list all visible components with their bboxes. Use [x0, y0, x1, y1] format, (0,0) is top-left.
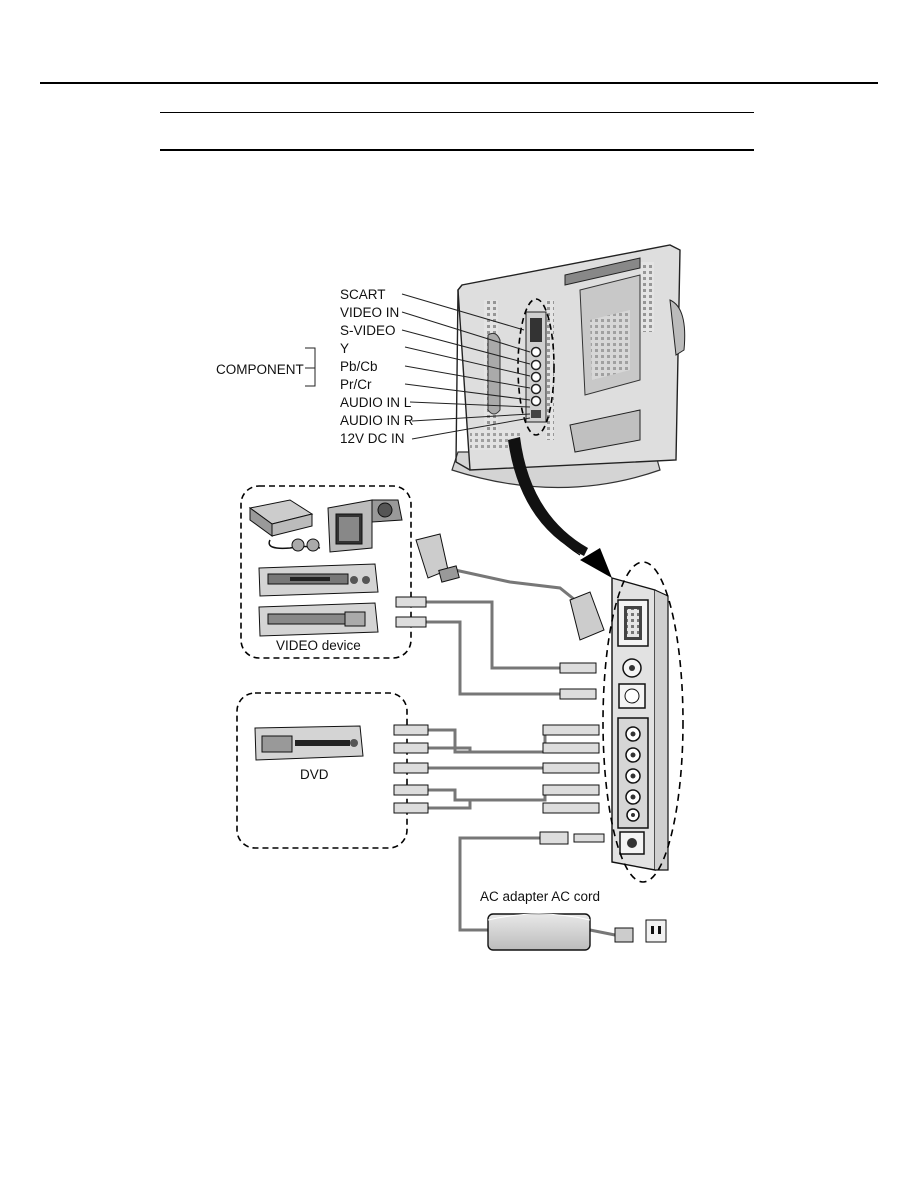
port-label-audio-in-r: AUDIO IN R [340, 413, 414, 428]
dvd-group: DVD [236, 692, 408, 849]
port-panel-closeup [602, 561, 684, 883]
video-device-label: VIDEO device [276, 638, 361, 653]
port-label-pb-cb: Pb/Cb [340, 359, 378, 374]
zoom-arrow [508, 437, 612, 578]
port-label-audio-in-l: AUDIO IN L [340, 395, 412, 410]
component-label: COMPONENT [216, 362, 304, 377]
rca-plugs [393, 596, 605, 845]
port-leader-lines [305, 293, 531, 440]
port-labels: SCART VIDEO IN S-VIDEO Y Pb/Cb Pr/Cr AUD… [216, 287, 414, 446]
scart-plugs [415, 533, 605, 641]
section-rule-thin [160, 112, 754, 113]
tv-rear-view [451, 244, 686, 489]
port-label-s-video: S-VIDEO [340, 323, 396, 338]
port-label-12v-dc-in: 12V DC IN [340, 431, 405, 446]
ac-adapter: AC adapter AC cord [480, 889, 667, 951]
video-device-group: VIDEO device [240, 485, 412, 659]
cables [420, 568, 616, 937]
ac-adapter-label: AC adapter AC cord [480, 889, 600, 904]
dvd-label: DVD [300, 767, 329, 782]
port-label-pr-cr: Pr/Cr [340, 377, 372, 392]
port-label-video-in: VIDEO IN [340, 305, 399, 320]
page-top-rule [40, 82, 878, 84]
port-label-y: Y [340, 341, 349, 356]
port-label-scart: SCART [340, 287, 386, 302]
section-rule-thick [160, 149, 754, 151]
